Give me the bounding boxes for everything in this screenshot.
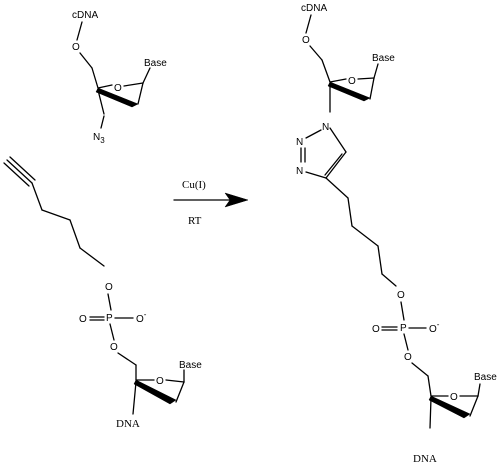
catalyst-label: Cu(I) <box>182 179 206 191</box>
phosphorus-label: P <box>400 323 407 334</box>
triazole-n1-label: N <box>322 122 329 133</box>
arrow-head-icon <box>224 192 249 208</box>
phosphorus-label: P <box>106 313 113 324</box>
triazole-product: cDNA O O Base N N N O P O <box>296 3 497 465</box>
base-label: Base <box>144 58 167 69</box>
azide-nucleoside: cDNA O O Base N3 <box>72 10 167 145</box>
cdna-label: cDNA <box>301 3 327 14</box>
o-lower-label: O <box>404 352 412 363</box>
azide-label: N3 <box>93 132 105 145</box>
o-label: O <box>72 42 80 53</box>
base-label: Base <box>372 53 395 64</box>
triazole-n2-label: N <box>296 137 303 148</box>
p-double-o-label: O <box>79 314 87 325</box>
o-label-2: O <box>397 290 405 301</box>
dna-label: DNA <box>116 418 140 430</box>
ring-o-label-2: O <box>450 392 458 403</box>
o-label: O <box>302 35 310 46</box>
cdna-label: cDNA <box>72 10 98 21</box>
ring-o-label: O <box>348 76 356 87</box>
anion-o-label: O- <box>429 320 440 335</box>
triazole-n3-label: N <box>296 166 303 177</box>
ring-o-label: O <box>156 376 164 387</box>
reaction-arrow-group: Cu(I) RT <box>173 179 249 227</box>
base-label-2: Base <box>474 372 497 383</box>
temperature-label: RT <box>188 215 202 227</box>
p-double-o-label: O <box>372 324 380 335</box>
o-lower-label: O <box>110 342 118 353</box>
alkyne-nucleotide: O P O O- O O Base DNA <box>3 156 202 430</box>
dna-label: DNA <box>413 453 437 465</box>
o-label-1: O <box>105 282 113 293</box>
base-label: Base <box>179 360 202 371</box>
anion-o-label: O- <box>136 310 147 325</box>
ring-o-label: O <box>114 83 122 94</box>
